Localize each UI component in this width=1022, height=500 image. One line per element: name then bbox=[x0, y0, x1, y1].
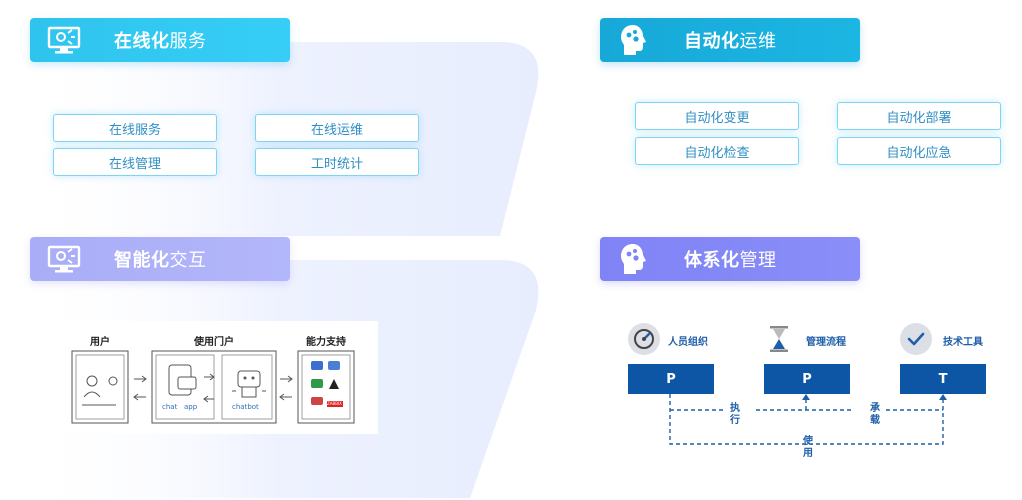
sketch-label-zabbix: ZABBIX bbox=[327, 401, 342, 406]
sketch-column-portal: 使用门户 bbox=[194, 337, 234, 348]
gauge-icon bbox=[628, 323, 660, 355]
monitor-gear-icon bbox=[44, 20, 84, 60]
connector-label-carry: 承载 bbox=[870, 403, 880, 426]
section-header-intelligent: 智能化交互 bbox=[30, 237, 290, 281]
pill-auto-check: 自动化检查 bbox=[635, 137, 799, 165]
pill-work-hours: 工时统计 bbox=[255, 148, 419, 176]
head-brain-icon bbox=[614, 20, 654, 60]
section-header-online: 在线化服务 bbox=[30, 18, 290, 62]
pillar-box-people: P bbox=[628, 364, 714, 394]
pill-online-service: 在线服务 bbox=[53, 114, 217, 142]
connector-label-execute: 执行 bbox=[730, 403, 740, 426]
sketch-label-chat: chat bbox=[162, 403, 178, 411]
pill-online-ops: 在线运维 bbox=[255, 114, 419, 142]
pillar-label-people: 人员组织 bbox=[668, 337, 708, 348]
pillar-box-tools: T bbox=[900, 364, 986, 394]
sketch-label-chatbot: chatbot bbox=[232, 403, 259, 411]
section-title-system: 体系化管理 bbox=[684, 250, 777, 271]
section-title-online: 在线化服务 bbox=[114, 31, 207, 52]
check-icon bbox=[900, 323, 932, 355]
section-header-system: 体系化管理 bbox=[600, 237, 860, 281]
sketch-label-app: app bbox=[184, 403, 198, 411]
section-header-automation: 自动化运维 bbox=[600, 18, 860, 62]
pillar-box-process: P bbox=[764, 364, 850, 394]
sketch-column-capability: 能力支持 bbox=[306, 337, 346, 348]
pill-online-management: 在线管理 bbox=[53, 148, 217, 176]
pillar-label-tools: 技术工具 bbox=[943, 337, 983, 348]
pill-auto-change: 自动化变更 bbox=[635, 102, 799, 130]
sketch-column-user: 用户 bbox=[90, 337, 110, 348]
pillar-label-process: 管理流程 bbox=[806, 337, 846, 348]
hourglass-icon bbox=[768, 325, 790, 353]
pill-auto-emergency: 自动化应急 bbox=[837, 137, 1001, 165]
head-brain-icon bbox=[614, 239, 654, 279]
pill-auto-deploy: 自动化部署 bbox=[837, 102, 1001, 130]
interaction-sketch: 用户 使用门户 能力支持 bbox=[66, 321, 378, 434]
section-title-automation: 自动化运维 bbox=[684, 31, 777, 52]
section-title-intelligent: 智能化交互 bbox=[114, 250, 207, 271]
connector-label-use: 使用 bbox=[803, 436, 813, 459]
sketch-drawing bbox=[71, 350, 355, 424]
pillar-connectors bbox=[669, 394, 947, 445]
monitor-gear-icon bbox=[44, 239, 84, 279]
